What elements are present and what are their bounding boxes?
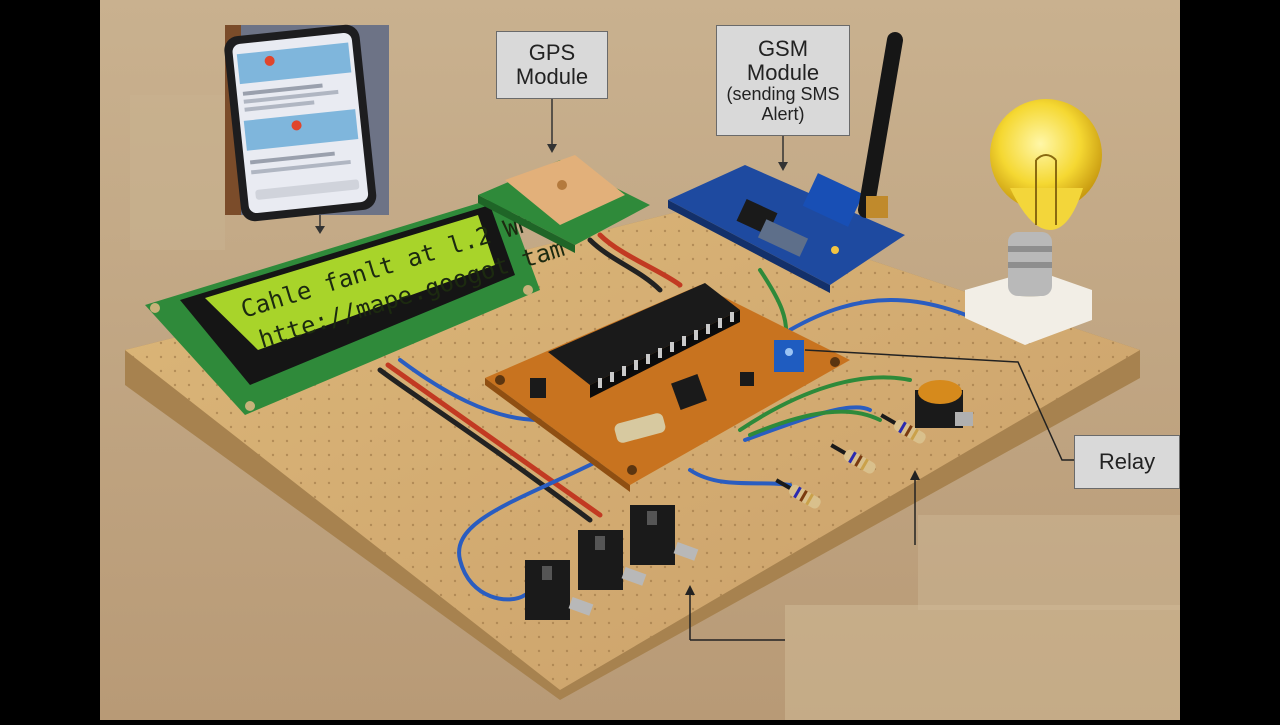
slide-switches (525, 505, 699, 620)
left-bar (0, 0, 100, 720)
gps-label-line-2: Module (515, 64, 589, 89)
gps-module (478, 155, 650, 253)
switch-3 (630, 505, 699, 565)
push-button (915, 380, 973, 428)
gsm-label-line-4: Alert) (761, 103, 805, 124)
blank-patch-3 (918, 515, 1180, 610)
relay-label: Relay (1074, 435, 1180, 489)
resistors (775, 413, 926, 509)
gsm-label-line-3: (sending SMS (726, 83, 840, 104)
gsm-antenna (858, 32, 903, 218)
gps-module-label: GPS Module (496, 31, 608, 99)
blank-patch-1 (130, 95, 225, 250)
lcd-module: Cahle fanlt at l.2 WM htte://mape.googot… (145, 195, 568, 415)
right-bar (1180, 0, 1280, 720)
gps-antenna (505, 155, 625, 225)
phone-inset (224, 24, 389, 222)
gsm-module (668, 32, 905, 293)
map-thumb-1 (236, 42, 352, 85)
crystal (614, 413, 666, 443)
map-pin-icon (291, 120, 302, 131)
map-thumb-2 (243, 109, 359, 151)
gsm-label-line-1: GSM (757, 35, 809, 61)
relay-label-text: Relay (1098, 448, 1156, 474)
switch-1 (525, 560, 594, 620)
blank-patch-2 (785, 605, 1180, 720)
bulb-socket (965, 270, 1092, 345)
microcontroller-chip (548, 283, 740, 385)
lcd-screen (205, 215, 495, 350)
light-bulb (965, 99, 1102, 345)
gsm-module-label: GSM Module (sending SMS Alert) (716, 25, 850, 136)
mcu-board (485, 283, 850, 492)
leader-lines (689, 349, 1074, 641)
map-pin-icon (264, 55, 275, 66)
wires (377, 232, 1002, 602)
switch-2 (578, 530, 647, 590)
gps-label-line-1: GPS (528, 39, 576, 65)
gsm-label-line-2: Module (746, 59, 820, 85)
